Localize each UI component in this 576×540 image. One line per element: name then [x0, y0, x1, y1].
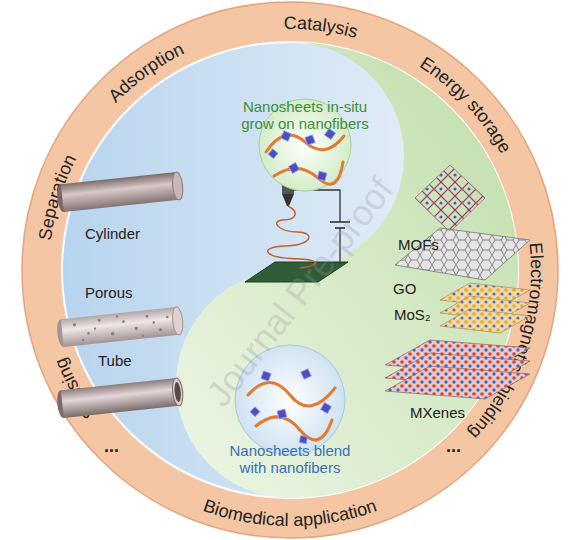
nanosheet-label: MOFs [398, 236, 439, 253]
nanosheet-label: MXenes [410, 404, 465, 421]
ring-text-path: Energy storage [416, 53, 515, 157]
ring-text-path: Adsorption [105, 39, 187, 106]
application-label: Catalysis [284, 13, 360, 42]
ring-text-path: Biomedical application [201, 495, 379, 530]
circle-caption: Nanosheets blend with nanofibers [220, 442, 360, 476]
application-label: Biomedical application [201, 495, 379, 530]
application-label: Energy storage [416, 53, 515, 157]
ring-text-path: Catalysis [284, 13, 360, 42]
application-label: Adsorption [105, 39, 187, 106]
ellipsis: ... [446, 436, 461, 457]
fiber-label: Tube [98, 352, 132, 369]
circle-caption: Nanosheets in-situ grow on nanofibers [228, 98, 382, 132]
nanosheet-label: MoS₂ [394, 306, 431, 323]
watermark: Journal Pre-proof [198, 169, 402, 414]
ellipsis: ... [104, 436, 119, 457]
fiber-label: Porous [85, 284, 133, 301]
nanosheet-label: GO [393, 280, 416, 297]
fiber-label: Cylinder [85, 225, 140, 242]
